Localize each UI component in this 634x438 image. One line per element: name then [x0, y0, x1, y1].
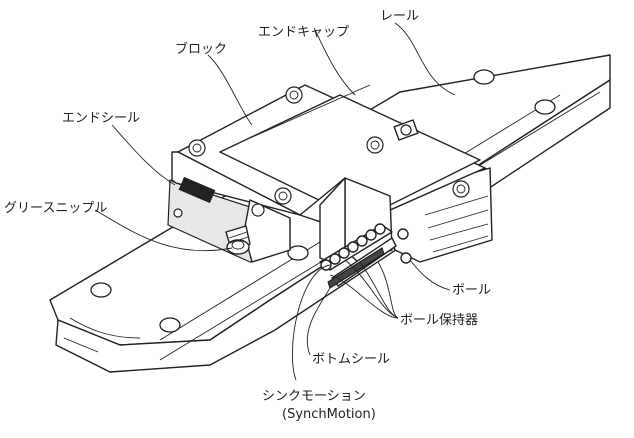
block-screw-4 [274, 187, 292, 205]
block-screw-1 [188, 139, 206, 157]
block-screw-5 [452, 180, 470, 198]
label-block: ブロック [175, 41, 227, 57]
logo-plate [178, 176, 216, 204]
leader-lines [94, 22, 456, 381]
label-grease-nipple: グリースニップル [4, 201, 107, 216]
label-rail: レール [380, 9, 419, 24]
rail-hole-1 [90, 282, 112, 298]
label-synchmotion: シンクモーション [262, 389, 366, 404]
block-screw-2 [285, 86, 303, 104]
label-ball: ボール [452, 283, 491, 298]
block-screw-3 [366, 136, 384, 154]
label-bottom-seal: ボトムシール [312, 352, 390, 367]
block-assembly [167, 84, 493, 264]
rail-hole-4 [473, 69, 495, 85]
label-end-seal: エンドシール [62, 111, 140, 126]
rail-hole-3 [287, 245, 309, 261]
grease-nipple [225, 225, 251, 255]
rail-hole-2 [159, 317, 181, 333]
label-ball-retainer: ボール保持器 [400, 313, 478, 328]
ball-row [319, 223, 397, 289]
label-synchmotion-en: (SynchMotion) [282, 407, 376, 422]
rail-hole-5 [534, 99, 556, 115]
label-end-cap: エンドキャップ [258, 25, 349, 40]
